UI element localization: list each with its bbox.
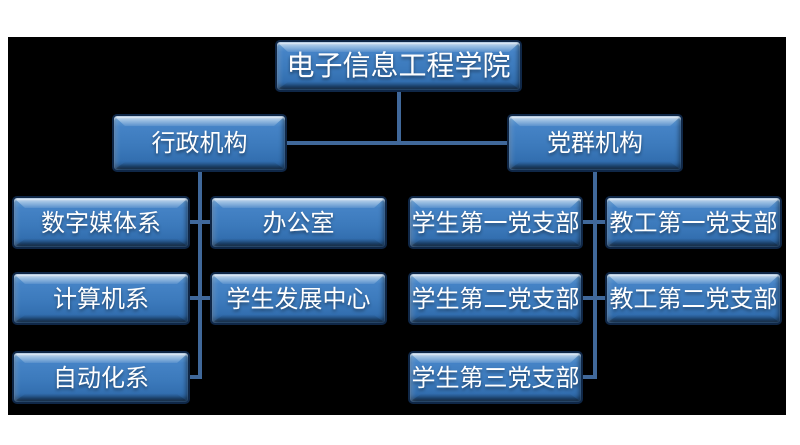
connector-party-row2-stub (581, 296, 607, 300)
org-node-faculty-branch-1: 教工第一党支部 (605, 196, 782, 249)
org-node-office: 办公室 (210, 196, 387, 249)
org-node-computer: 计算机系 (12, 272, 190, 325)
org-node-party-label: 党群机构 (547, 129, 643, 157)
org-node-student-branch-3-label: 学生第三党支部 (411, 363, 580, 392)
connector-admin-row2-stub (188, 296, 212, 300)
connector-party-trunk (593, 172, 597, 379)
org-node-faculty-branch-2: 教工第二党支部 (605, 272, 782, 325)
connector-admin-row3-elbow (188, 375, 202, 379)
org-node-automation: 自动化系 (12, 351, 190, 404)
connector-admin-trunk (198, 172, 202, 379)
connector-party-row3-elbow (581, 375, 597, 379)
org-node-student-branch-3: 学生第三党支部 (408, 351, 583, 404)
org-node-student-branch-1-label: 学生第一党支部 (411, 208, 580, 237)
connector-root-drop (397, 92, 401, 145)
org-node-root: 电子信息工程学院 (275, 40, 522, 92)
org-node-office-label: 办公室 (262, 208, 335, 237)
org-node-root-label: 电子信息工程学院 (286, 49, 511, 82)
org-node-automation-label: 自动化系 (53, 363, 149, 392)
org-node-digital-media-label: 数字媒体系 (41, 208, 161, 237)
org-node-admin-label: 行政机构 (151, 129, 248, 157)
org-node-faculty-branch-1-label: 教工第一党支部 (609, 208, 778, 237)
org-node-student-dev-center: 学生发展中心 (210, 272, 387, 325)
org-node-student-branch-2-label: 学生第二党支部 (411, 284, 580, 313)
org-node-admin: 行政机构 (112, 114, 287, 172)
connector-level2-horizontal (287, 141, 507, 145)
org-node-student-branch-1: 学生第一党支部 (408, 196, 583, 249)
org-node-computer-label: 计算机系 (53, 284, 149, 313)
org-node-faculty-branch-2-label: 教工第二党支部 (609, 284, 778, 313)
connector-admin-row1-stub (188, 220, 212, 224)
chart-canvas: 电子信息工程学院 行政机构 党群机构 数字媒体系 计算机系 自动化系 办公室 学… (8, 37, 786, 415)
org-node-student-dev-center-label: 学生发展中心 (226, 284, 371, 313)
connector-party-row1-stub (581, 220, 607, 224)
org-node-digital-media: 数字媒体系 (12, 196, 190, 249)
org-node-student-branch-2: 学生第二党支部 (408, 272, 583, 325)
org-node-party: 党群机构 (507, 114, 683, 172)
